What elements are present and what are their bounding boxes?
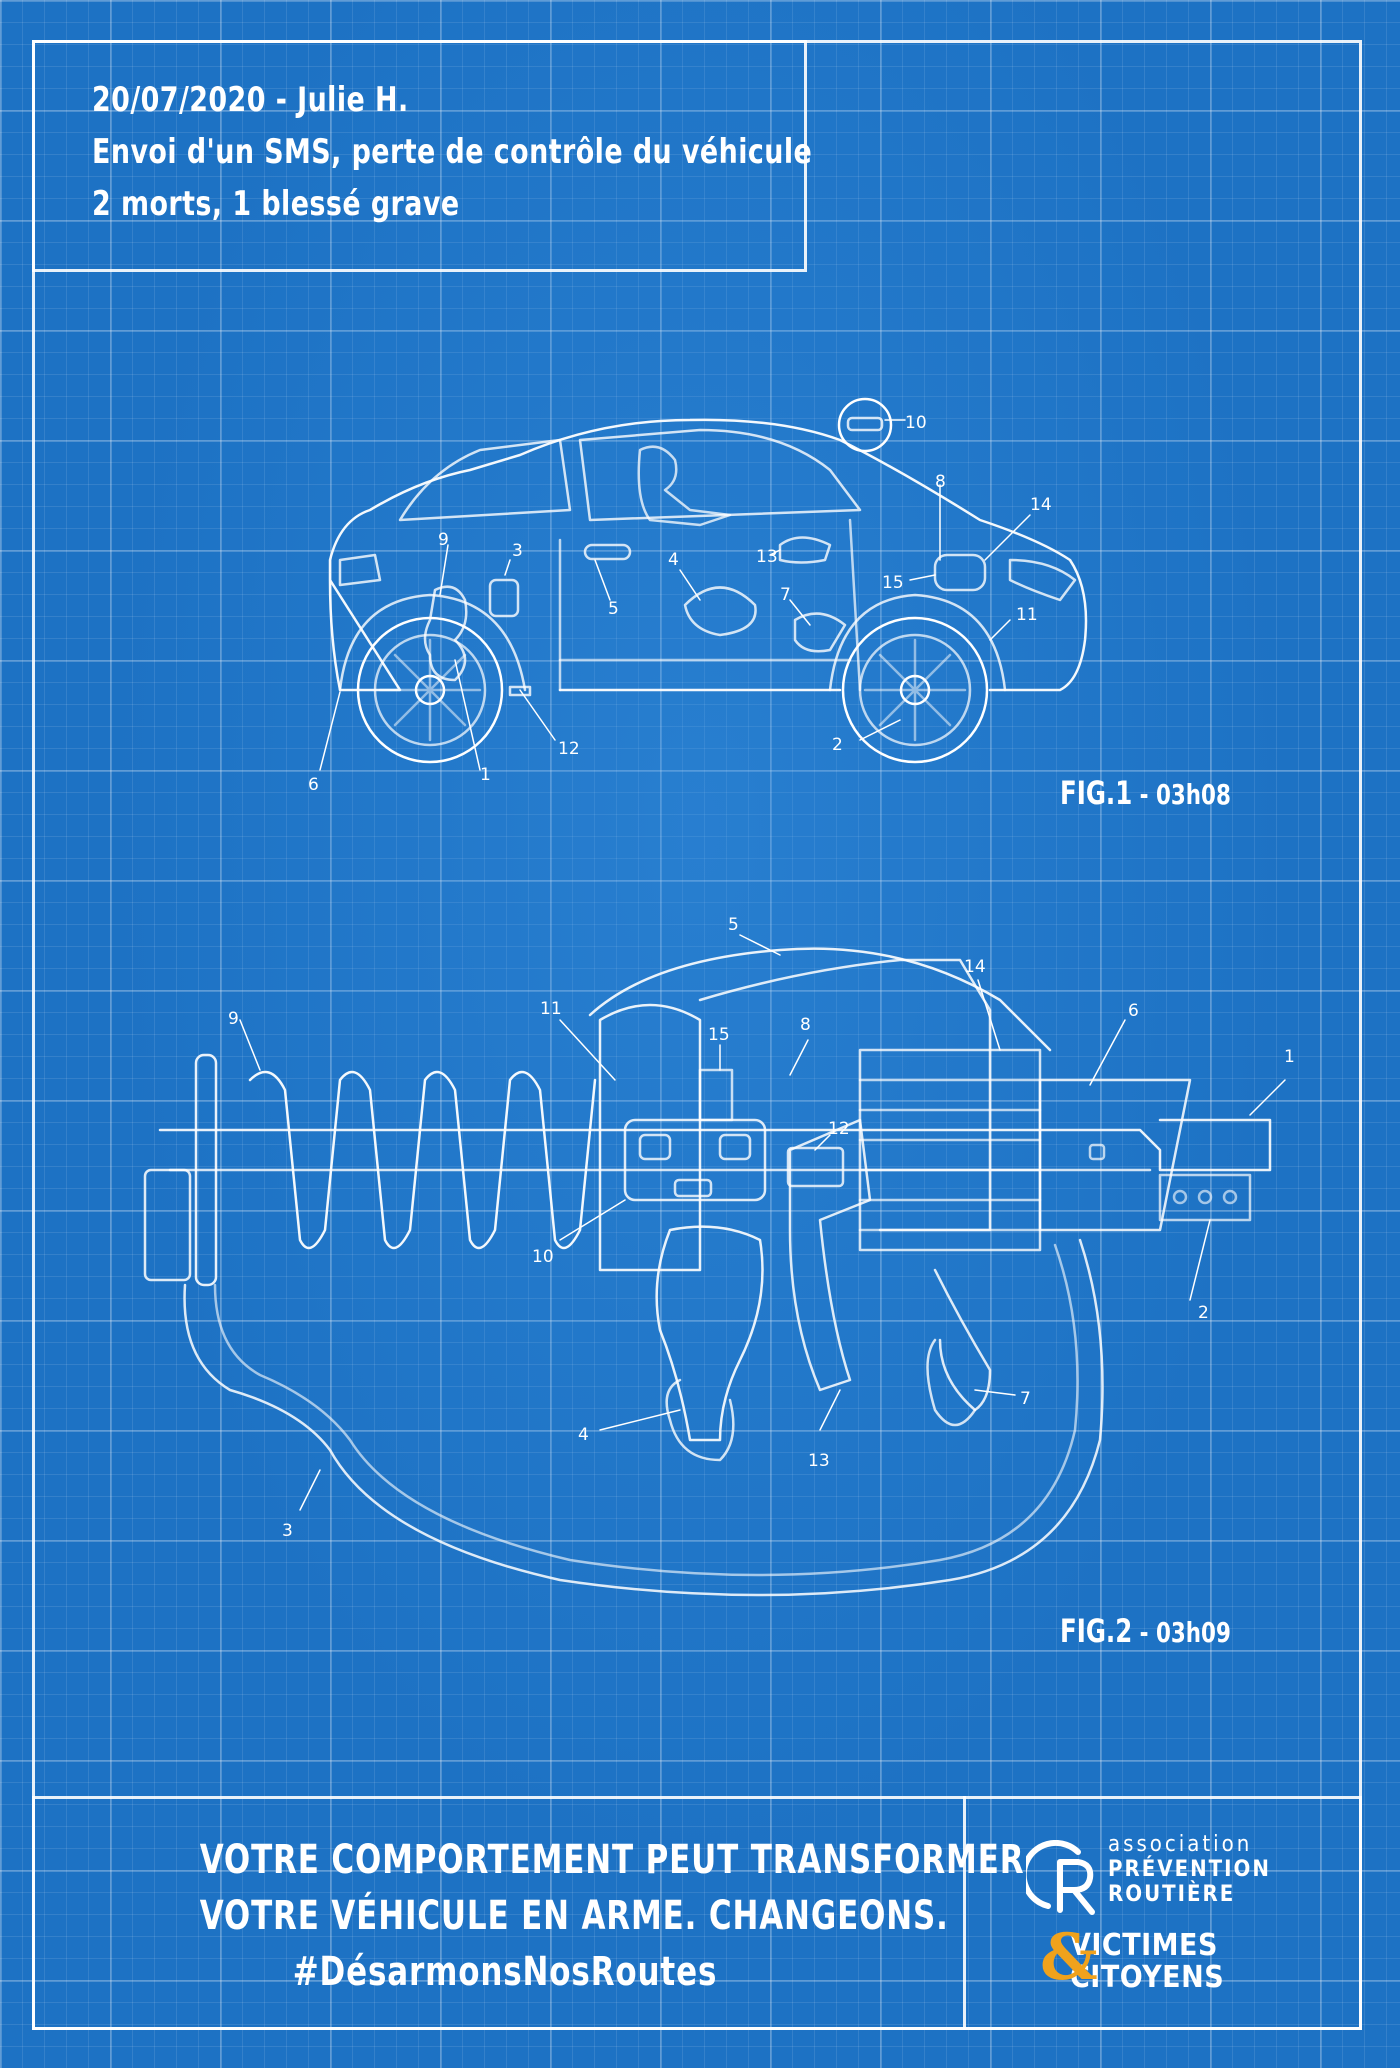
fig2-label: 13 bbox=[808, 1451, 830, 1471]
fig1-caption: FIG.1 - 03h08 bbox=[1060, 774, 1231, 812]
fig1-label: 11 bbox=[1016, 605, 1038, 625]
slogan-line-2: VOTRE VÉHICULE EN ARME. CHANGEONS. bbox=[199, 1893, 949, 1939]
fig2-label: 11 bbox=[540, 999, 562, 1019]
fig2-label: 4 bbox=[578, 1425, 589, 1445]
vc-victimes: VICTIMES bbox=[1070, 1928, 1218, 1963]
campaign-hashtag: #DésarmonsNosRoutes bbox=[292, 1949, 718, 1995]
fig1-label: 12 bbox=[558, 739, 580, 759]
fig2-label: 8 bbox=[800, 1015, 811, 1035]
fig2-label: 2 bbox=[1198, 1303, 1209, 1323]
prevention-routiere-logo-icon bbox=[1026, 1840, 1095, 1915]
fig1-number: FIG.1 bbox=[1060, 774, 1133, 812]
incident-date-name: 20/07/2020 - Julie H. bbox=[92, 80, 409, 120]
apr-association: association bbox=[1108, 1832, 1253, 1857]
fig1-label: 6 bbox=[308, 775, 319, 795]
fig1-time: - 03h08 bbox=[1139, 778, 1231, 811]
vc-citoyens: CITOYENS bbox=[1070, 1960, 1225, 1995]
apr-routiere: ROUTIÈRE bbox=[1108, 1882, 1236, 1907]
fig1-label: 5 bbox=[608, 599, 619, 619]
fig1-label: 13 bbox=[756, 547, 778, 567]
slogan-line-1: VOTRE COMPORTEMENT PEUT TRANSFORMER bbox=[199, 1837, 1025, 1883]
apr-prevention: PRÉVENTION bbox=[1108, 1857, 1271, 1882]
incident-header: 20/07/2020 - Julie H. Envoi d'un SMS, pe… bbox=[92, 74, 910, 230]
fig1-label: 10 bbox=[905, 413, 927, 433]
fig2-number: FIG.2 bbox=[1060, 1612, 1133, 1650]
fig1-label: 15 bbox=[882, 573, 904, 593]
footer-box bbox=[32, 1796, 1362, 2030]
fig1-label: 1 bbox=[480, 765, 491, 785]
fig1-label: 9 bbox=[438, 530, 449, 550]
prevention-routiere-logo: association PRÉVENTION ROUTIÈRE bbox=[1108, 1832, 1271, 1907]
fig1-label: 2 bbox=[832, 735, 843, 755]
fig2-label: 7 bbox=[1020, 1389, 1031, 1409]
fig1-label: 7 bbox=[780, 585, 791, 605]
fig2-label: 1 bbox=[1284, 1047, 1295, 1067]
fig1-label: 14 bbox=[1030, 495, 1052, 515]
fig2-label: 12 bbox=[828, 1119, 850, 1139]
fig2-label: 9 bbox=[228, 1009, 239, 1029]
fig1-label: 4 bbox=[668, 550, 679, 570]
vc-ampersand: & bbox=[1040, 1920, 1098, 1995]
victimes-citoyens-logo: & VICTIMES CITOYENS bbox=[1040, 1926, 1225, 1995]
fig2-label: 15 bbox=[708, 1025, 730, 1045]
incident-cause: Envoi d'un SMS, perte de contrôle du véh… bbox=[92, 132, 813, 172]
footer-divider bbox=[963, 1796, 966, 2030]
incident-casualties: 2 morts, 1 blessé grave bbox=[92, 184, 460, 224]
fig2-label: 3 bbox=[282, 1521, 293, 1541]
fig2-label: 10 bbox=[532, 1247, 554, 1267]
fig2-label: 5 bbox=[728, 915, 739, 935]
fig1-label: 3 bbox=[512, 541, 523, 561]
fig2-time: - 03h09 bbox=[1139, 1616, 1231, 1649]
header-box bbox=[32, 40, 807, 272]
fig2-label: 6 bbox=[1128, 1001, 1139, 1021]
fig2-label: 14 bbox=[964, 957, 986, 977]
campaign-slogan: VOTRE COMPORTEMENT PEUT TRANSFORMER VOTR… bbox=[150, 1832, 1025, 2000]
fig1-label: 8 bbox=[935, 472, 946, 492]
fig2-caption: FIG.2 - 03h09 bbox=[1060, 1612, 1231, 1650]
